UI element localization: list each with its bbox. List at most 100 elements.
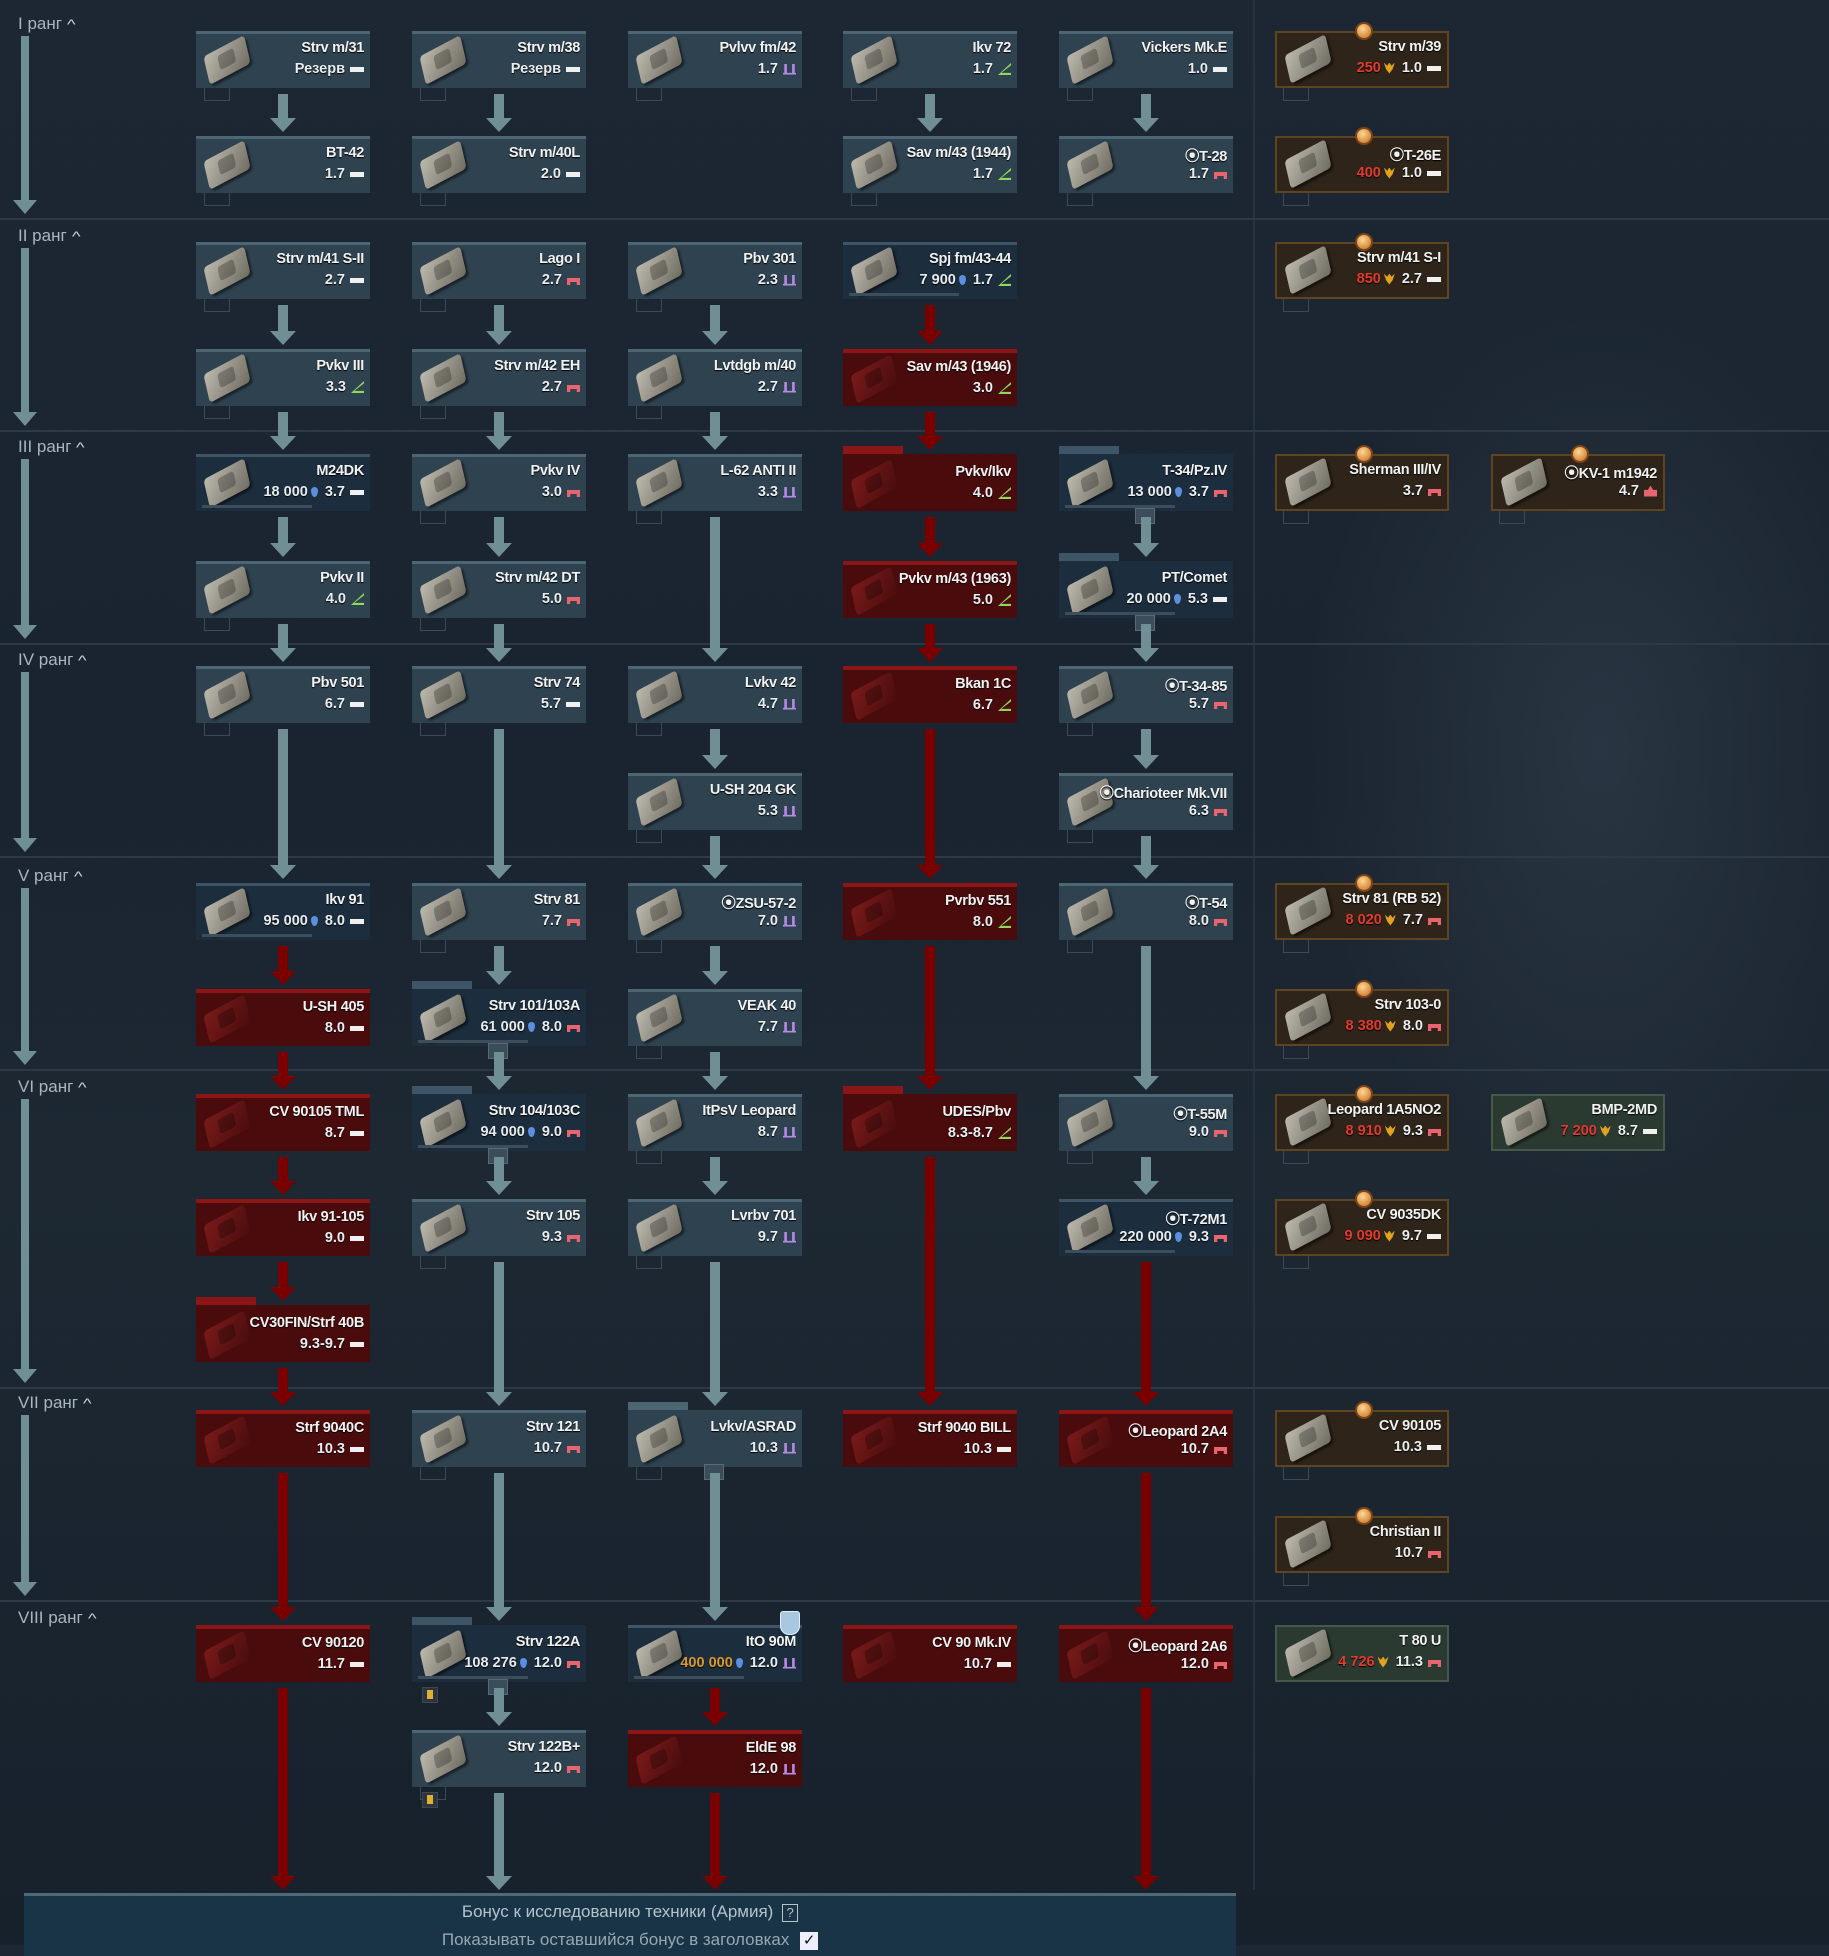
crew-slot-indicator[interactable] [204,88,230,101]
crew-slot-indicator[interactable] [420,193,446,206]
crew-slot-indicator[interactable] [1283,940,1309,953]
chevron-up-icon[interactable]: ^ [87,1610,97,1626]
crew-slot-indicator[interactable] [1283,1046,1309,1059]
crew-slot-indicator[interactable] [1067,830,1093,843]
crew-slot-indicator[interactable] [1283,511,1309,524]
chevron-up-icon[interactable]: ^ [76,439,85,455]
vehicle-card[interactable]: Strv 122B+12.0 [412,1730,586,1808]
chevron-up-icon[interactable]: ^ [78,1079,87,1095]
crew-slot-indicator[interactable] [1283,193,1309,206]
crew-slot-indicator[interactable] [636,830,662,843]
crew-slot-indicator[interactable] [204,618,230,631]
crew-slot-indicator[interactable] [1067,88,1093,101]
rank-header[interactable]: II ранг^ [18,226,80,246]
crew-slot-indicator[interactable] [636,299,662,312]
crew-slot-indicator[interactable] [1067,1151,1093,1164]
crew-slot-indicator[interactable] [420,1256,446,1269]
vehicle-card[interactable]: Sav m/43 (1944)1.7 [843,136,1017,206]
crew-slot-indicator[interactable] [204,299,230,312]
help-button[interactable]: ? [782,1904,799,1922]
crew-slot-indicator[interactable] [636,940,662,953]
chevron-up-icon[interactable]: ^ [66,16,76,32]
crew-slot-indicator[interactable] [420,406,446,419]
crew-slot-indicator[interactable] [204,406,230,419]
crew-slot-indicator[interactable] [1283,88,1309,101]
crew-slot-indicator[interactable] [636,1467,662,1480]
crew-slot-indicator[interactable] [420,618,446,631]
crew-slot-indicator[interactable] [204,193,230,206]
rank-header[interactable]: VII ранг^ [18,1393,92,1413]
crew-slot-indicator[interactable] [420,940,446,953]
crew-slot-indicator[interactable] [1499,511,1525,524]
show-remaining-bonus-checkbox[interactable]: ✓ [800,1932,819,1950]
rank-header[interactable]: VI ранг^ [18,1077,87,1097]
crew-slot-indicator[interactable] [636,1046,662,1059]
crew-slot-indicator[interactable] [636,723,662,736]
rank-header[interactable]: VIII ранг^ [18,1608,97,1628]
crew-slot-indicator[interactable] [420,511,446,524]
crew-slot-indicator[interactable] [636,1256,662,1269]
rank-header[interactable]: I ранг^ [18,14,76,34]
crew-slot-indicator[interactable] [636,406,662,419]
crew-slot-indicator[interactable] [1067,193,1093,206]
crew-slot-indicator[interactable] [420,1467,446,1480]
rank-header[interactable]: V ранг^ [18,866,82,886]
crew-slot-indicator[interactable] [636,88,662,101]
crew-slot-indicator[interactable] [420,723,446,736]
crew-slot-indicator[interactable] [420,299,446,312]
crew-slot-indicator[interactable] [636,1151,662,1164]
crew-slot-indicator[interactable] [1283,1151,1309,1164]
vehicle-card[interactable]: Sav m/43 (1946)3.0 [843,349,1017,406]
